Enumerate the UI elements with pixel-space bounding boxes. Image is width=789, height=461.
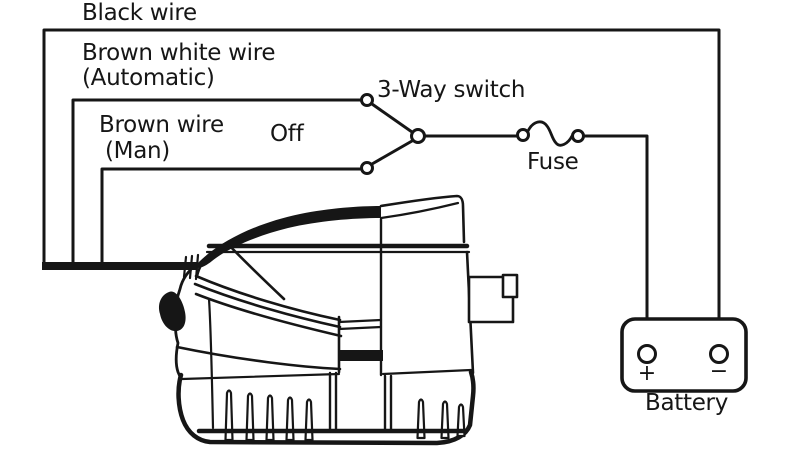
pump-block-line	[337, 318, 383, 324]
black-wire-line	[42, 28, 721, 348]
battery-label: Battery	[645, 390, 729, 416]
fuse-to-battery-wire	[582, 134, 649, 348]
pump-strainer-outline	[176, 369, 476, 446]
manual-wire-label-line1: Brown wire	[99, 112, 224, 138]
pump-swoosh-2	[193, 282, 342, 329]
fuse-terminal-right	[571, 129, 585, 143]
battery-symbol: + −	[620, 317, 748, 393]
switch-terminal-manual	[360, 161, 374, 175]
strainer-slot	[456, 403, 466, 438]
pump-mid-seam	[175, 345, 342, 371]
wires-group	[42, 28, 721, 348]
manual-wire-label-line2: (Man)	[105, 138, 170, 164]
brown-white-wire-line	[71, 98, 363, 265]
strainer-slot	[304, 398, 314, 442]
pump-cover-band	[197, 206, 381, 268]
pump-cap-top	[379, 194, 466, 244]
battery-body	[620, 317, 748, 393]
pump-block-line	[337, 325, 383, 331]
battery-negative-terminal	[709, 344, 729, 364]
battery-positive-terminal	[637, 344, 657, 364]
pump-collar-left	[195, 251, 213, 278]
fuse-terminal-left	[516, 128, 530, 142]
strainer-slot	[416, 398, 426, 440]
switch-terminal-automatic	[360, 93, 374, 107]
pump-side-crease	[207, 297, 215, 430]
pump-strainer-slots	[224, 389, 466, 442]
three-way-switch-symbol	[360, 93, 426, 175]
strainer-slot	[285, 396, 295, 442]
pump-swoosh-3	[194, 292, 343, 338]
switch-arm-bottom	[370, 139, 414, 166]
pump-illustration	[42, 194, 519, 446]
pump-wire-clip	[159, 291, 186, 332]
pump-outlet-port	[467, 275, 515, 324]
fuse-squiggle	[526, 120, 574, 147]
pump-face-crease	[225, 241, 286, 301]
pump-strainer-top-right	[381, 368, 473, 376]
three-way-switch-label: 3-Way switch	[377, 77, 526, 103]
automatic-wire-label-line1: Brown white wire	[82, 40, 276, 66]
black-wire-label: Black wire	[82, 0, 197, 26]
strainer-slot	[224, 389, 234, 442]
automatic-wire-label-line2: (Automatic)	[82, 65, 215, 91]
pump-block-band	[339, 350, 383, 361]
brown-wire-line	[100, 167, 363, 265]
pump-swoosh-1	[194, 274, 342, 322]
strainer-slot	[265, 394, 275, 442]
battery-plus-sign: +	[638, 361, 656, 386]
pump-strain-relief-rib	[182, 255, 188, 279]
fuse-symbol	[516, 120, 585, 147]
switch-arm-top	[370, 102, 414, 134]
pump-strainer-top-left	[180, 372, 341, 381]
off-position-label: Off	[270, 121, 304, 147]
switch-common-terminal	[410, 128, 426, 144]
fuse-label: Fuse	[527, 149, 579, 175]
pump-outlet-step	[501, 273, 519, 299]
strainer-slot	[245, 392, 255, 442]
battery-minus-sign: −	[710, 359, 728, 384]
pump-cap-lip	[379, 201, 460, 220]
pump-strain-relief-rib	[188, 254, 194, 280]
